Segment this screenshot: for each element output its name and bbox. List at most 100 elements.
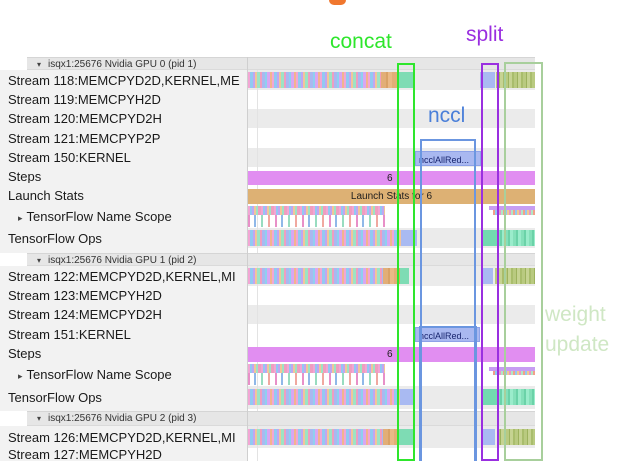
collapse-triangle-icon[interactable]: ▾ — [37, 60, 42, 69]
timeline-event-blue[interactable] — [400, 389, 414, 405]
timeline-event-launch[interactable]: Launch Stats for 6 — [248, 189, 535, 204]
timeline-event-mix[interactable] — [248, 429, 383, 445]
track-label-stream-127-memcpyh2d[interactable]: Stream 127:MEMCPYH2D — [8, 448, 247, 461]
timeline-event-nsr[interactable] — [493, 210, 535, 215]
timeline-event-ncclbar[interactable]: ncclAllRed... — [415, 327, 480, 342]
expand-triangle-icon[interactable]: ▸ — [18, 371, 23, 381]
track-row-stream-123-memcpyh2d[interactable] — [248, 286, 535, 305]
timeline-event-nsr[interactable] — [493, 371, 535, 375]
gpu-section-header[interactable]: ▾ isqx1:25676 Nvidia GPU 1 (pid 2) — [0, 253, 622, 266]
track-row-stream-119-memcpyh2d[interactable] — [248, 90, 535, 109]
track-row-stream-151-kernel[interactable] — [248, 324, 535, 344]
track-label-stream-123-memcpyh2d[interactable]: Stream 123:MEMCPYH2D — [8, 289, 247, 302]
track-label-text: Stream 119:MEMCPYH2D — [8, 93, 161, 106]
timeline-event-blue[interactable] — [481, 429, 495, 445]
gpu-section-header-band — [27, 57, 535, 70]
split-annotation-label: split — [466, 23, 504, 46]
track-label-text: Stream 151:KERNEL — [8, 328, 131, 341]
track-row-stream-150-kernel[interactable] — [248, 148, 535, 167]
timeline-event-olive[interactable] — [495, 268, 535, 284]
gpu-section-header-label: isqx1:25676 Nvidia GPU 1 (pid 2) — [48, 255, 197, 266]
track-label-stream-121-memcpyp2p[interactable]: Stream 121:MEMCPYP2P — [8, 132, 247, 145]
track-label-text: TensorFlow Ops — [8, 232, 102, 245]
timeline-event-orange[interactable] — [381, 72, 398, 88]
gpu-section-header[interactable]: ▾isqx1:25676 Nvidia GPU 2 (pid 3) — [0, 411, 622, 426]
track-row-stream-120-memcpyd2h[interactable] — [248, 109, 535, 128]
track-label-stream-126-memcpyd2d-kernel-mi[interactable]: Stream 126:MEMCPYD2D,KERNEL,MI — [8, 431, 247, 444]
panel-divider — [247, 57, 248, 461]
track-label-tensorflow-ops[interactable]: TensorFlow Ops — [8, 391, 247, 404]
gpu-section-header-band — [27, 411, 535, 426]
timeline-event-label: ncclAllRed... — [419, 331, 470, 341]
timeline-event-orange[interactable] — [383, 268, 400, 284]
timeline-event-olive[interactable] — [497, 429, 535, 445]
timeline-event-label: ncclAllRed... — [419, 155, 470, 165]
track-label-text: Stream 150:KERNEL — [8, 151, 131, 164]
timeline-event-steps[interactable]: 6 — [248, 347, 535, 362]
expand-triangle-icon[interactable]: ▸ — [18, 213, 23, 223]
track-row-stream-121-memcpyp2p[interactable] — [248, 128, 535, 148]
timeline-event-mix[interactable] — [248, 268, 383, 284]
track-label-text: Steps — [8, 347, 42, 360]
timeline-event-icicle[interactable] — [248, 206, 385, 227]
track-label-launch-stats[interactable]: Launch Stats — [8, 189, 247, 202]
track-label-text: Stream 127:MEMCPYH2D — [8, 448, 162, 461]
track-label-stream-151-kernel[interactable]: Stream 151:KERNEL — [8, 328, 247, 341]
timeline-event-olive[interactable] — [496, 72, 535, 88]
timeline-event-mix[interactable] — [248, 389, 400, 405]
timeline-event-ncclbar[interactable]: ncclAllRed... — [415, 151, 481, 166]
timeline-event-teal[interactable] — [400, 268, 409, 284]
track-label-text: TensorFlow Ops — [8, 391, 102, 404]
track-label-steps[interactable]: Steps — [8, 347, 247, 360]
track-label-text: TensorFlow Name Scope — [26, 210, 172, 223]
track-label-stream-120-memcpyd2h[interactable]: Stream 120:MEMCPYD2H — [8, 112, 247, 125]
timeline-event-mix[interactable] — [248, 230, 401, 246]
track-label-tensorflow-ops[interactable]: TensorFlow Ops — [8, 232, 247, 245]
track-label-text: TensorFlow Name Scope — [26, 368, 172, 381]
timeline-event-tealsolid[interactable] — [482, 230, 497, 246]
timeline-event-teal[interactable] — [398, 429, 414, 445]
timeline-event-lav[interactable] — [489, 206, 535, 210]
timeline-event-label: Launch Stats for 6 — [350, 191, 433, 202]
track-label-text: Stream 123:MEMCPYH2D — [8, 289, 162, 302]
track-label-text: Stream 120:MEMCPYD2H — [8, 112, 162, 125]
timeline-event-steps[interactable]: 6 — [248, 171, 535, 185]
track-label-stream-150-kernel[interactable]: Stream 150:KERNEL — [8, 151, 247, 164]
track-label-text: Steps — [8, 170, 42, 183]
orange-annotation-fragment — [329, 0, 346, 5]
gpu-section-header[interactable]: ▾ isqx1:25676 Nvidia GPU 0 (pid 1) — [0, 57, 622, 70]
timeline-event-icicle[interactable] — [248, 364, 385, 385]
concat-annotation-label: concat — [330, 30, 392, 53]
collapse-triangle-icon[interactable]: ▾ — [37, 414, 42, 423]
track-row-stream-127-memcpyh2d[interactable] — [248, 448, 535, 461]
timeline-event-mix[interactable] — [248, 72, 381, 88]
timeline-event-label: 6 — [387, 349, 393, 360]
timeline-event-blue[interactable] — [481, 268, 493, 284]
track-label-steps[interactable]: Steps — [8, 170, 247, 183]
gpu-section-header-label: isqx1:25676 Nvidia GPU 0 (pid 1) — [48, 59, 197, 70]
timeline-event-blue[interactable] — [401, 230, 417, 246]
weight-update-line2: update — [545, 333, 610, 356]
track-label-text: Stream 126:MEMCPYD2D,KERNEL,MI — [8, 431, 236, 444]
timeline-event-tealstripe[interactable] — [497, 389, 535, 405]
track-label-text: Stream 121:MEMCPYP2P — [8, 132, 161, 145]
weight-update-line1: weight — [545, 303, 606, 326]
track-label-stream-122-memcpyd2d-kernel-mi[interactable]: Stream 122:MEMCPYD2D,KERNEL,MI — [8, 270, 247, 283]
timeline-event-teal[interactable] — [398, 72, 414, 88]
track-label-text: Stream 122:MEMCPYD2D,KERNEL,MI — [8, 270, 236, 283]
track-label-stream-118-memcpyd2d-kernel-me[interactable]: Stream 118:MEMCPYD2D,KERNEL,ME — [8, 74, 247, 87]
timeline-event-tealstripe[interactable] — [497, 230, 535, 246]
track-label-tensorflow-name-scope[interactable]: ▸TensorFlow Name Scope — [18, 368, 257, 381]
track-label-text: Stream 118:MEMCPYD2D,KERNEL,ME — [8, 74, 240, 87]
timeline-event-tealsolid[interactable] — [482, 389, 497, 405]
track-row-stream-124-memcpyd2h[interactable] — [248, 305, 535, 324]
collapse-triangle-icon[interactable]: ▾ — [37, 256, 42, 265]
timeline-event-lav[interactable] — [489, 367, 535, 371]
weight-update-annotation-label: weight update — [545, 300, 609, 360]
track-label-stream-124-memcpyd2h[interactable]: Stream 124:MEMCPYD2H — [8, 308, 247, 321]
track-label-tensorflow-name-scope[interactable]: ▸TensorFlow Name Scope — [18, 210, 257, 223]
track-label-text: Launch Stats — [8, 189, 84, 202]
timeline-event-blue[interactable] — [480, 72, 495, 88]
timeline-event-orange[interactable] — [383, 429, 397, 445]
track-label-stream-119-memcpyh2d[interactable]: Stream 119:MEMCPYH2D — [8, 93, 247, 106]
